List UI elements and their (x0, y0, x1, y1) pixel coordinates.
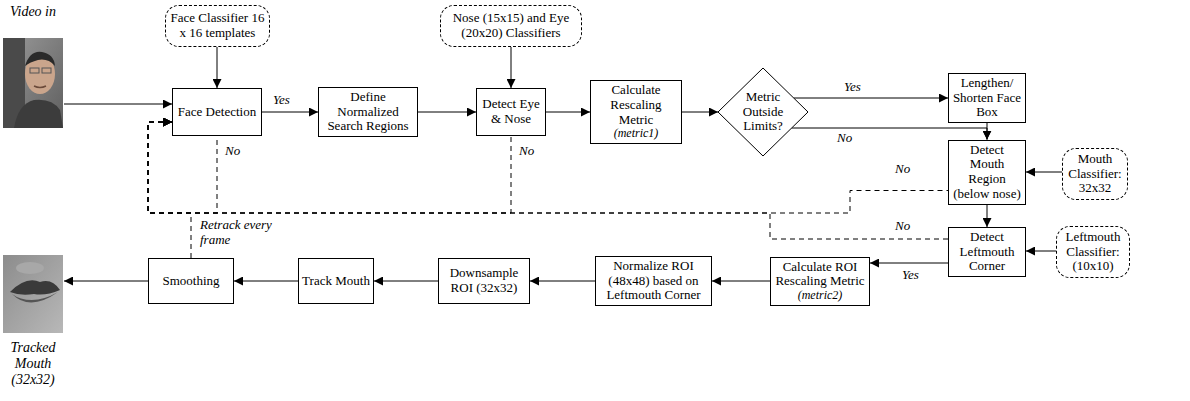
feedback-connector (148, 122, 948, 213)
output-arrow (64, 281, 148, 282)
flow-arrow (217, 47, 218, 88)
classifier-box: Face Classifier 16 x 16 templates (165, 5, 270, 47)
node-text: Nose (15x15) and Eye (20x20) Classifiers (444, 11, 578, 40)
node-content: Metric Outside Limits? (734, 90, 792, 134)
decision-diamond: Metric Outside Limits? (718, 68, 808, 156)
node-text: Downsample ROI (32x32) (442, 266, 526, 295)
node-content: Nose (15x15) and Eye (20x20) Classifiers (441, 11, 581, 40)
flow-arrow (870, 263, 948, 264)
flow-arrow (234, 281, 298, 282)
video-frame (3, 38, 63, 128)
node-text: Calculate Rescaling Metric (594, 83, 678, 127)
flow-arrow (712, 281, 770, 282)
process-box: Lengthen/ Shorten Face Box (948, 73, 1026, 123)
edge-label: Yes (842, 80, 863, 95)
node-text: (metric2) (798, 289, 843, 303)
node-content: Calculate ROI Rescaling Metric(metric2) (771, 260, 869, 303)
node-text: Calculate ROI Rescaling Metric (774, 260, 866, 289)
node-content: Define Normalized Search Regions (319, 90, 417, 134)
node-content: Smoothing (149, 274, 233, 289)
node-text: Mouth Classifier: 32x32 (1066, 152, 1124, 196)
flow-arrow (1026, 251, 1056, 252)
process-box: Normalize ROI (48x48) based on Leftmouth… (595, 256, 712, 306)
node-text: Detect Eye & Nose (480, 97, 542, 126)
node-content: Leftmouth Classifier: (10x10) (1057, 230, 1129, 274)
process-box: Face Detection (172, 88, 262, 136)
node-text: (metric1) (614, 127, 659, 141)
video-arrow (64, 104, 172, 105)
flow-arrow (262, 112, 318, 113)
node-text: Track Mouth (302, 274, 370, 289)
image-caption: Video in (8, 4, 58, 20)
node-content: Lengthen/ Shorten Face Box (949, 76, 1025, 120)
node-text: Face Detection (178, 105, 256, 120)
flow-arrow (418, 112, 476, 113)
node-content: Normalize ROI (48x48) based on Leftmouth… (596, 259, 711, 303)
process-box: Track Mouth (298, 258, 374, 304)
edge-label: Retrack every frame (198, 218, 282, 247)
process-box: Calculate Rescaling Metric(metric1) (590, 80, 682, 144)
image-caption: Tracked Mouth (32x32) (0, 340, 66, 387)
classifier-box: Mouth Classifier: 32x32 (1062, 148, 1128, 200)
edge-label: No (223, 144, 242, 159)
node-text: Metric Outside Limits? (734, 90, 792, 134)
process-box: Detect Eye & Nose (476, 88, 546, 136)
node-content: Detect Eye & Nose (477, 97, 545, 126)
edge-label: Yes (271, 93, 292, 108)
node-text: Normalize ROI (48x48) based on Leftmouth… (599, 259, 708, 303)
process-box: Detect Leftmouth Corner (948, 227, 1026, 277)
flow-arrow (374, 281, 438, 282)
node-content: Mouth Classifier: 32x32 (1063, 152, 1127, 196)
tracked-mouth-image (3, 255, 63, 333)
process-box: Downsample ROI (32x32) (438, 258, 530, 304)
node-content: Detect Leftmouth Corner (949, 230, 1025, 274)
node-text: Face Classifier 16 x 16 templates (169, 11, 266, 40)
feedback-connector (148, 122, 191, 258)
node-content: Track Mouth (299, 274, 373, 289)
node-text: Detect Leftmouth Corner (952, 230, 1022, 274)
classifier-box: Leftmouth Classifier: (10x10) (1056, 226, 1130, 278)
node-content: Calculate Rescaling Metric(metric1) (591, 83, 681, 141)
node-text: Detect Mouth Region (below nose) (952, 143, 1022, 202)
node-text: Lengthen/ Shorten Face Box (952, 76, 1022, 120)
node-content: Face Detection (173, 105, 261, 120)
edge-label: Yes (900, 268, 921, 283)
node-content: Face Classifier 16 x 16 templates (166, 11, 269, 40)
edge-label: No (517, 144, 536, 159)
flow-arrow (987, 123, 988, 140)
classifier-box: Nose (15x15) and Eye (20x20) Classifiers (440, 5, 582, 47)
flow-arrow (682, 112, 718, 113)
flow-arrow (1026, 172, 1062, 173)
process-box: Calculate ROI Rescaling Metric(metric2) (770, 257, 870, 306)
node-text: Smoothing (162, 274, 219, 289)
flow-arrow (792, 128, 987, 140)
node-text: Define Normalized Search Regions (322, 90, 414, 134)
node-text: Leftmouth Classifier: (10x10) (1060, 230, 1126, 274)
flow-arrow (546, 112, 590, 113)
node-content: Downsample ROI (32x32) (439, 266, 529, 295)
flow-arrow (987, 205, 988, 228)
edge-label: No (835, 131, 854, 146)
process-box: Smoothing (148, 258, 234, 304)
node-content: Detect Mouth Region (below nose) (949, 143, 1025, 202)
flow-arrow (530, 281, 595, 282)
edge-label: No (893, 219, 912, 234)
flow-arrow (511, 47, 512, 88)
edge-label: No (893, 162, 912, 177)
process-box: Detect Mouth Region (below nose) (948, 140, 1026, 205)
flow-arrow (794, 98, 948, 99)
process-box: Define Normalized Search Regions (318, 87, 418, 137)
diamond-shape (718, 68, 808, 156)
